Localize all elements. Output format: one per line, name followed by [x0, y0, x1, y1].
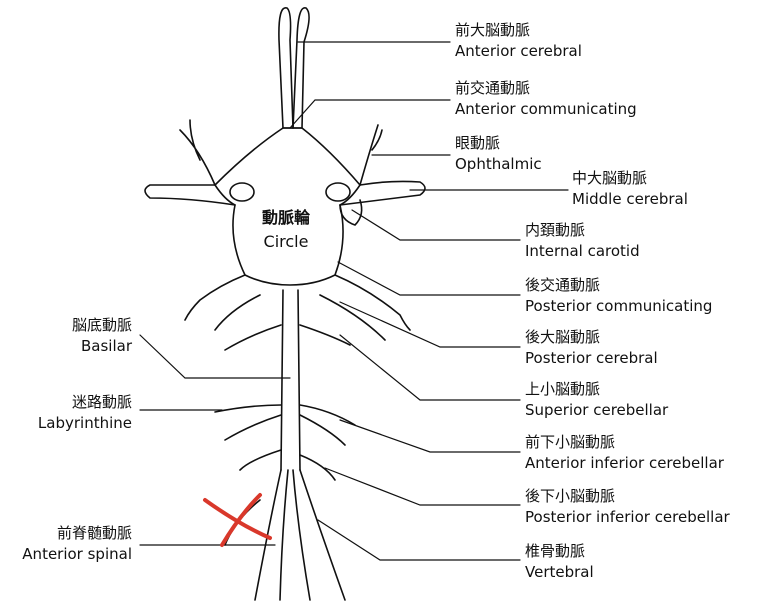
label-en: Superior cerebellar [525, 401, 669, 419]
label-superior-cerebellar: 上小脳動脈 Superior cerebellar [525, 379, 668, 421]
label-en: Posterior communicating [525, 297, 713, 315]
label-en: Basilar [81, 337, 132, 355]
label-en: Anterior inferior cerebellar [525, 454, 724, 472]
label-ja: 後大脳動脈 [525, 328, 601, 346]
label-ja: 前大脳動脈 [455, 21, 531, 39]
label-ja: 前下小脳動脈 [525, 433, 616, 451]
label-basilar: 脳底動脈 Basilar [72, 315, 132, 357]
label-ja: 迷路動脈 [71, 393, 132, 411]
middle-cerebral-left [144, 184, 236, 206]
label-en: Posterior inferior cerebellar [525, 508, 730, 526]
label-anterior-cerebral: 前大脳動脈 Anterior cerebral [455, 20, 582, 62]
leader-lines [139, 41, 569, 561]
label-posterior-inferior-cerebellar: 後下小脳動脈 Posterior inferior cerebellar [525, 486, 730, 528]
label-ja: 上小脳動脈 [525, 380, 601, 398]
label-en: Anterior cerebral [455, 42, 582, 60]
label-en: Posterior cerebral [525, 349, 658, 367]
label-labyrinthine: 迷路動脈 Labyrinthine [38, 392, 132, 434]
label-ja: 中大脳動脈 [572, 169, 648, 187]
circle-label-ja: 動脈輪 [261, 208, 310, 227]
label-en: Ophthalmic [455, 155, 542, 173]
label-en: Middle cerebral [572, 190, 688, 208]
circle-label-en: Circle [263, 232, 309, 251]
circle-label: 動脈輪 Circle [250, 206, 322, 254]
label-anterior-spinal: 前脊髄動脈 Anterior spinal [22, 523, 132, 565]
posterior-cerebral-artery [184, 274, 411, 331]
label-internal-carotid: 内頚動脈 Internal carotid [525, 220, 640, 262]
anterior-inferior-cerebellar-artery [299, 404, 356, 446]
cross-mark [203, 493, 272, 547]
posterior-inferior-cerebellar-artery [239, 449, 336, 481]
label-ja: 前交通動脈 [455, 79, 531, 97]
vertebral-artery [254, 469, 346, 601]
label-middle-cerebral: 中大脳動脈 Middle cerebral [572, 168, 688, 210]
label-ja: 内頚動脈 [525, 221, 586, 239]
anterior-cerebral-artery [278, 7, 294, 129]
label-posterior-communicating: 後交通動脈 Posterior communicating [525, 275, 712, 317]
middle-cerebral-right [339, 180, 426, 206]
label-en: Vertebral [525, 563, 594, 581]
label-ja: 脳底動脈 [71, 316, 132, 334]
label-ja: 前脊髄動脈 [56, 524, 132, 542]
ophthalmic-artery-left [179, 119, 216, 186]
basilar-artery [280, 289, 301, 471]
label-vertebral: 椎骨動脈 Vertebral [525, 541, 594, 583]
label-ja: 後交通動脈 [525, 276, 601, 294]
label-ophthalmic: 眼動脈 Ophthalmic [455, 133, 542, 175]
circle-of-willis [213, 127, 362, 286]
label-posterior-cerebral: 後大脳動脈 Posterior cerebral [525, 327, 658, 369]
label-en: Anterior communicating [455, 100, 637, 118]
superior-cerebellar-artery [224, 324, 351, 351]
label-ja: 後下小脳動脈 [525, 487, 616, 505]
label-en: Anterior spinal [22, 545, 132, 563]
labyrinthine-artery [214, 404, 282, 441]
label-anterior-inferior-cerebellar: 前下小脳動脈 Anterior inferior cerebellar [525, 432, 724, 474]
label-ja: 眼動脈 [455, 134, 501, 152]
label-en: Labyrinthine [37, 414, 132, 432]
label-ja: 椎骨動脈 [525, 542, 586, 560]
ophthalmic-artery-right [359, 124, 383, 186]
label-anterior-communicating: 前交通動脈 Anterior communicating [455, 78, 637, 120]
label-en: Internal carotid [525, 242, 640, 260]
